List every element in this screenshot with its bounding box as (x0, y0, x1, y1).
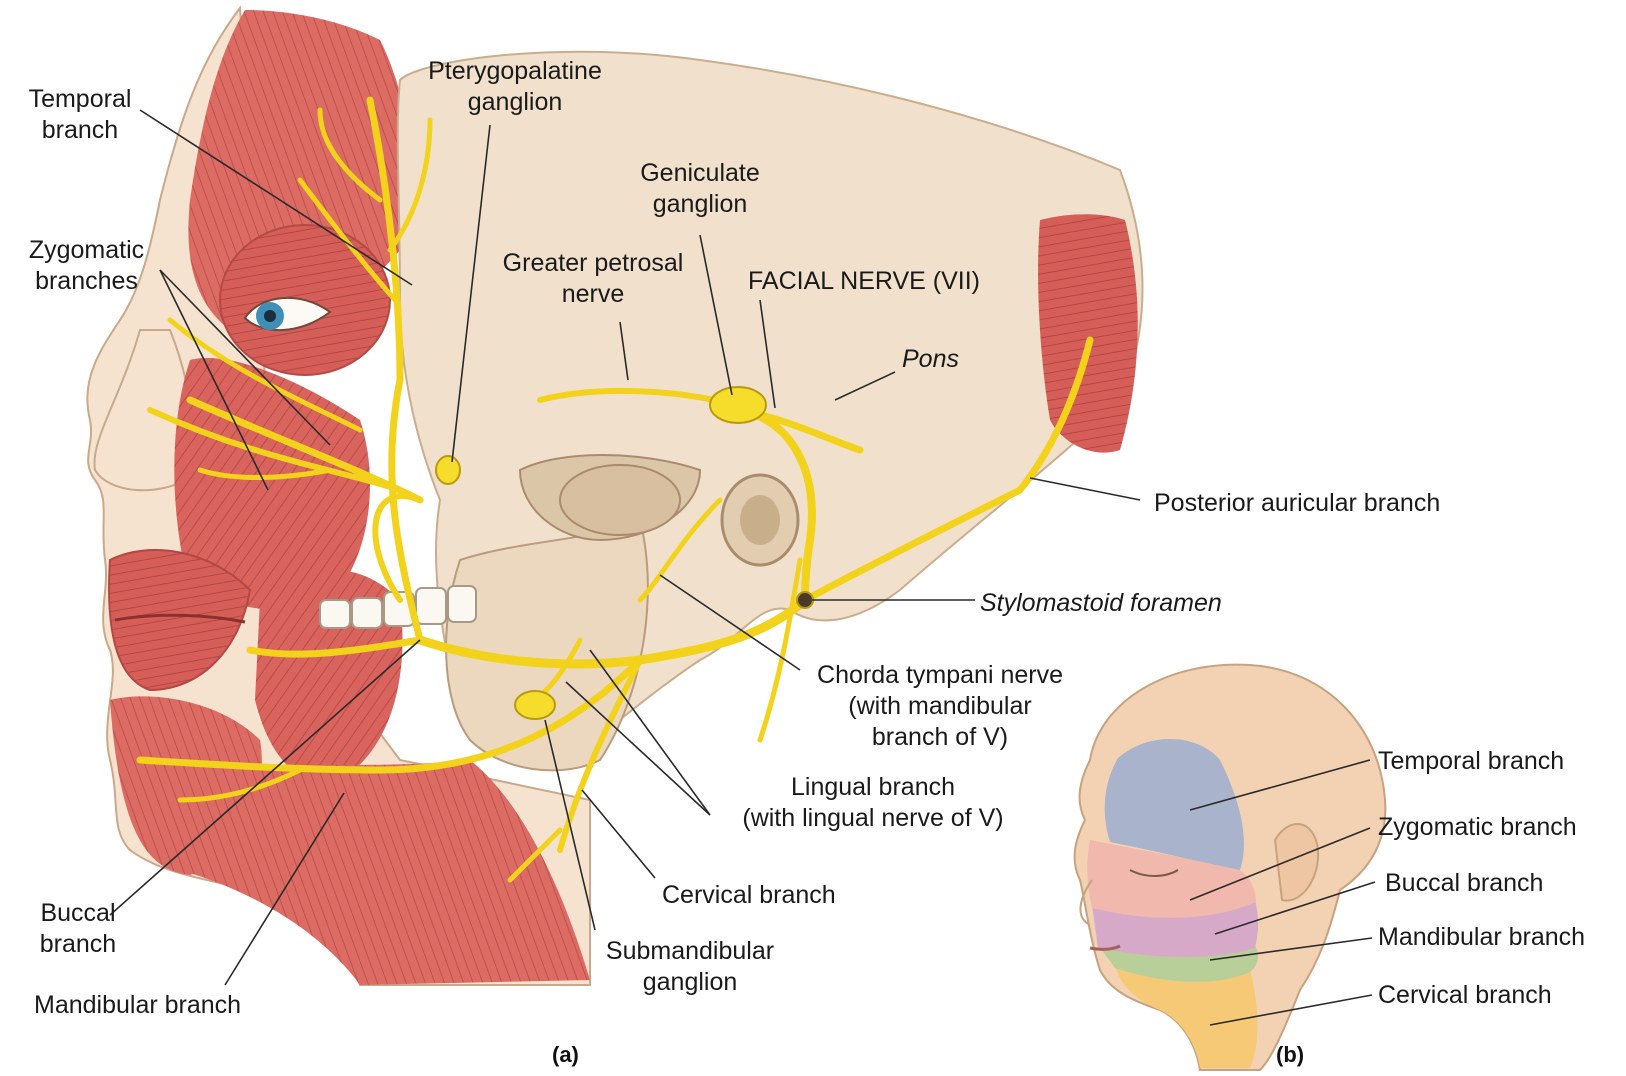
label-temporal-branch: Temporal branch (20, 84, 140, 146)
label-zygomatic-branches: Zygomatic branches (14, 235, 159, 297)
caption-a: (a) (552, 1042, 579, 1068)
label-cervical-branch: Cervical branch (662, 880, 836, 911)
label-geniculate-ganglion: Geniculate ganglion (625, 158, 775, 220)
label-lingual-branch: Lingual branch (with lingual nerve of V) (718, 772, 1028, 834)
label-posterior-auricular-branch: Posterior auricular branch (1154, 488, 1440, 519)
caption-b: (b) (1276, 1042, 1304, 1068)
label-buccal-branch: Buccal branch (28, 898, 128, 960)
label-submandibular-ganglion: Submandibular ganglion (590, 936, 790, 998)
label-mandibular-branch: Mandibular branch (34, 990, 241, 1021)
stylomastoid-foramen (797, 592, 813, 608)
head-diagram-b (1075, 665, 1386, 1070)
label-facial-nerve: FACIAL NERVE (VII) (748, 266, 980, 297)
label-b-cervical-branch: Cervical branch (1378, 980, 1552, 1011)
label-b-temporal-branch: Temporal branch (1378, 746, 1564, 777)
pterygopalatine-ganglion (436, 456, 460, 484)
label-stylomastoid-foramen: Stylomastoid foramen (980, 588, 1222, 619)
label-chorda-tympani-nerve: Chorda tympani nerve (with mandibular br… (800, 660, 1080, 753)
submandibular-ganglion (515, 691, 555, 719)
orbit-cavity (560, 465, 680, 535)
label-b-zygomatic-branch: Zygomatic branch (1378, 812, 1577, 843)
label-pons: Pons (902, 344, 959, 375)
label-greater-petrosal-nerve: Greater petrosal nerve (488, 248, 698, 310)
label-b-mandibular-branch: Mandibular branch (1378, 922, 1585, 953)
label-pterygopalatine-ganglion: Pterygopalatine ganglion (420, 56, 610, 118)
label-b-buccal-branch: Buccal branch (1385, 868, 1543, 899)
geniculate-ganglion (710, 387, 766, 423)
occipital-muscle (1038, 214, 1138, 452)
